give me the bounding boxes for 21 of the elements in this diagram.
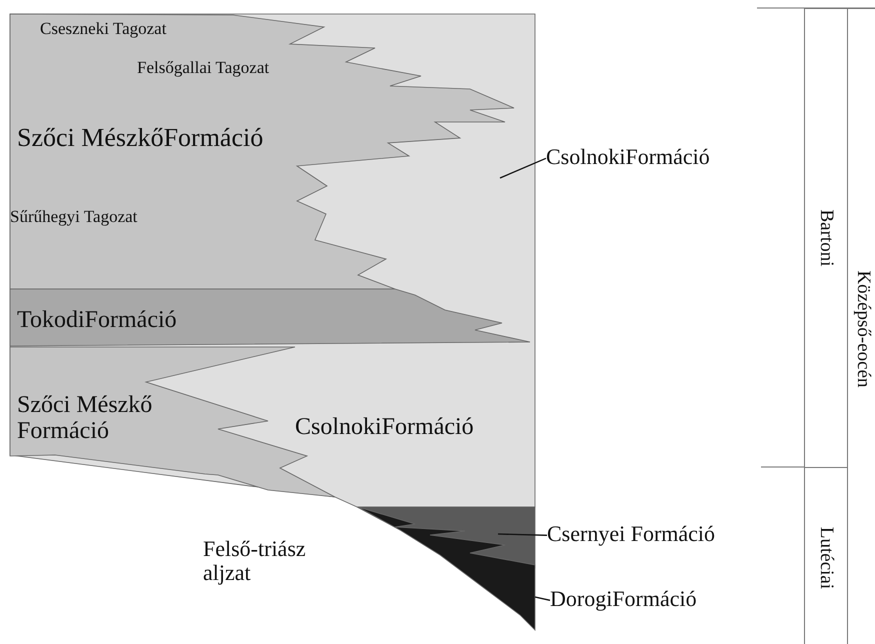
formation-label: DorogiFormáció <box>550 587 697 612</box>
formation-label: CsolnokiFormáció <box>546 145 710 170</box>
stage-column <box>804 467 847 644</box>
leader-line <box>498 533 548 536</box>
stage-column <box>847 8 875 644</box>
formation-area <box>358 506 536 631</box>
stage-label: Lutéciai <box>815 526 837 589</box>
formation-label: TokodiFormáció <box>17 307 177 334</box>
member-label: Felsőgallai Tagozat <box>137 59 270 78</box>
formation-label: Szőci MészkőFormáció <box>17 124 264 153</box>
member-label: Sűrűhegyi Tagozat <box>10 208 138 227</box>
formation-label: Csernyei Formáció <box>547 522 716 546</box>
stage-column <box>804 8 847 467</box>
leader-line <box>500 158 546 179</box>
leader-line <box>534 596 550 601</box>
formation-label: CsolnokiFormáció <box>295 414 474 440</box>
formation-label: Szőci Mészkő Formáció <box>17 392 154 445</box>
member-label: Cseszneki Tagozat <box>40 20 166 39</box>
stage-label: Középső-eocén <box>852 270 874 388</box>
stage-label: Bartoni <box>815 210 837 266</box>
basement-label: Felső-triász aljzat <box>203 537 307 586</box>
